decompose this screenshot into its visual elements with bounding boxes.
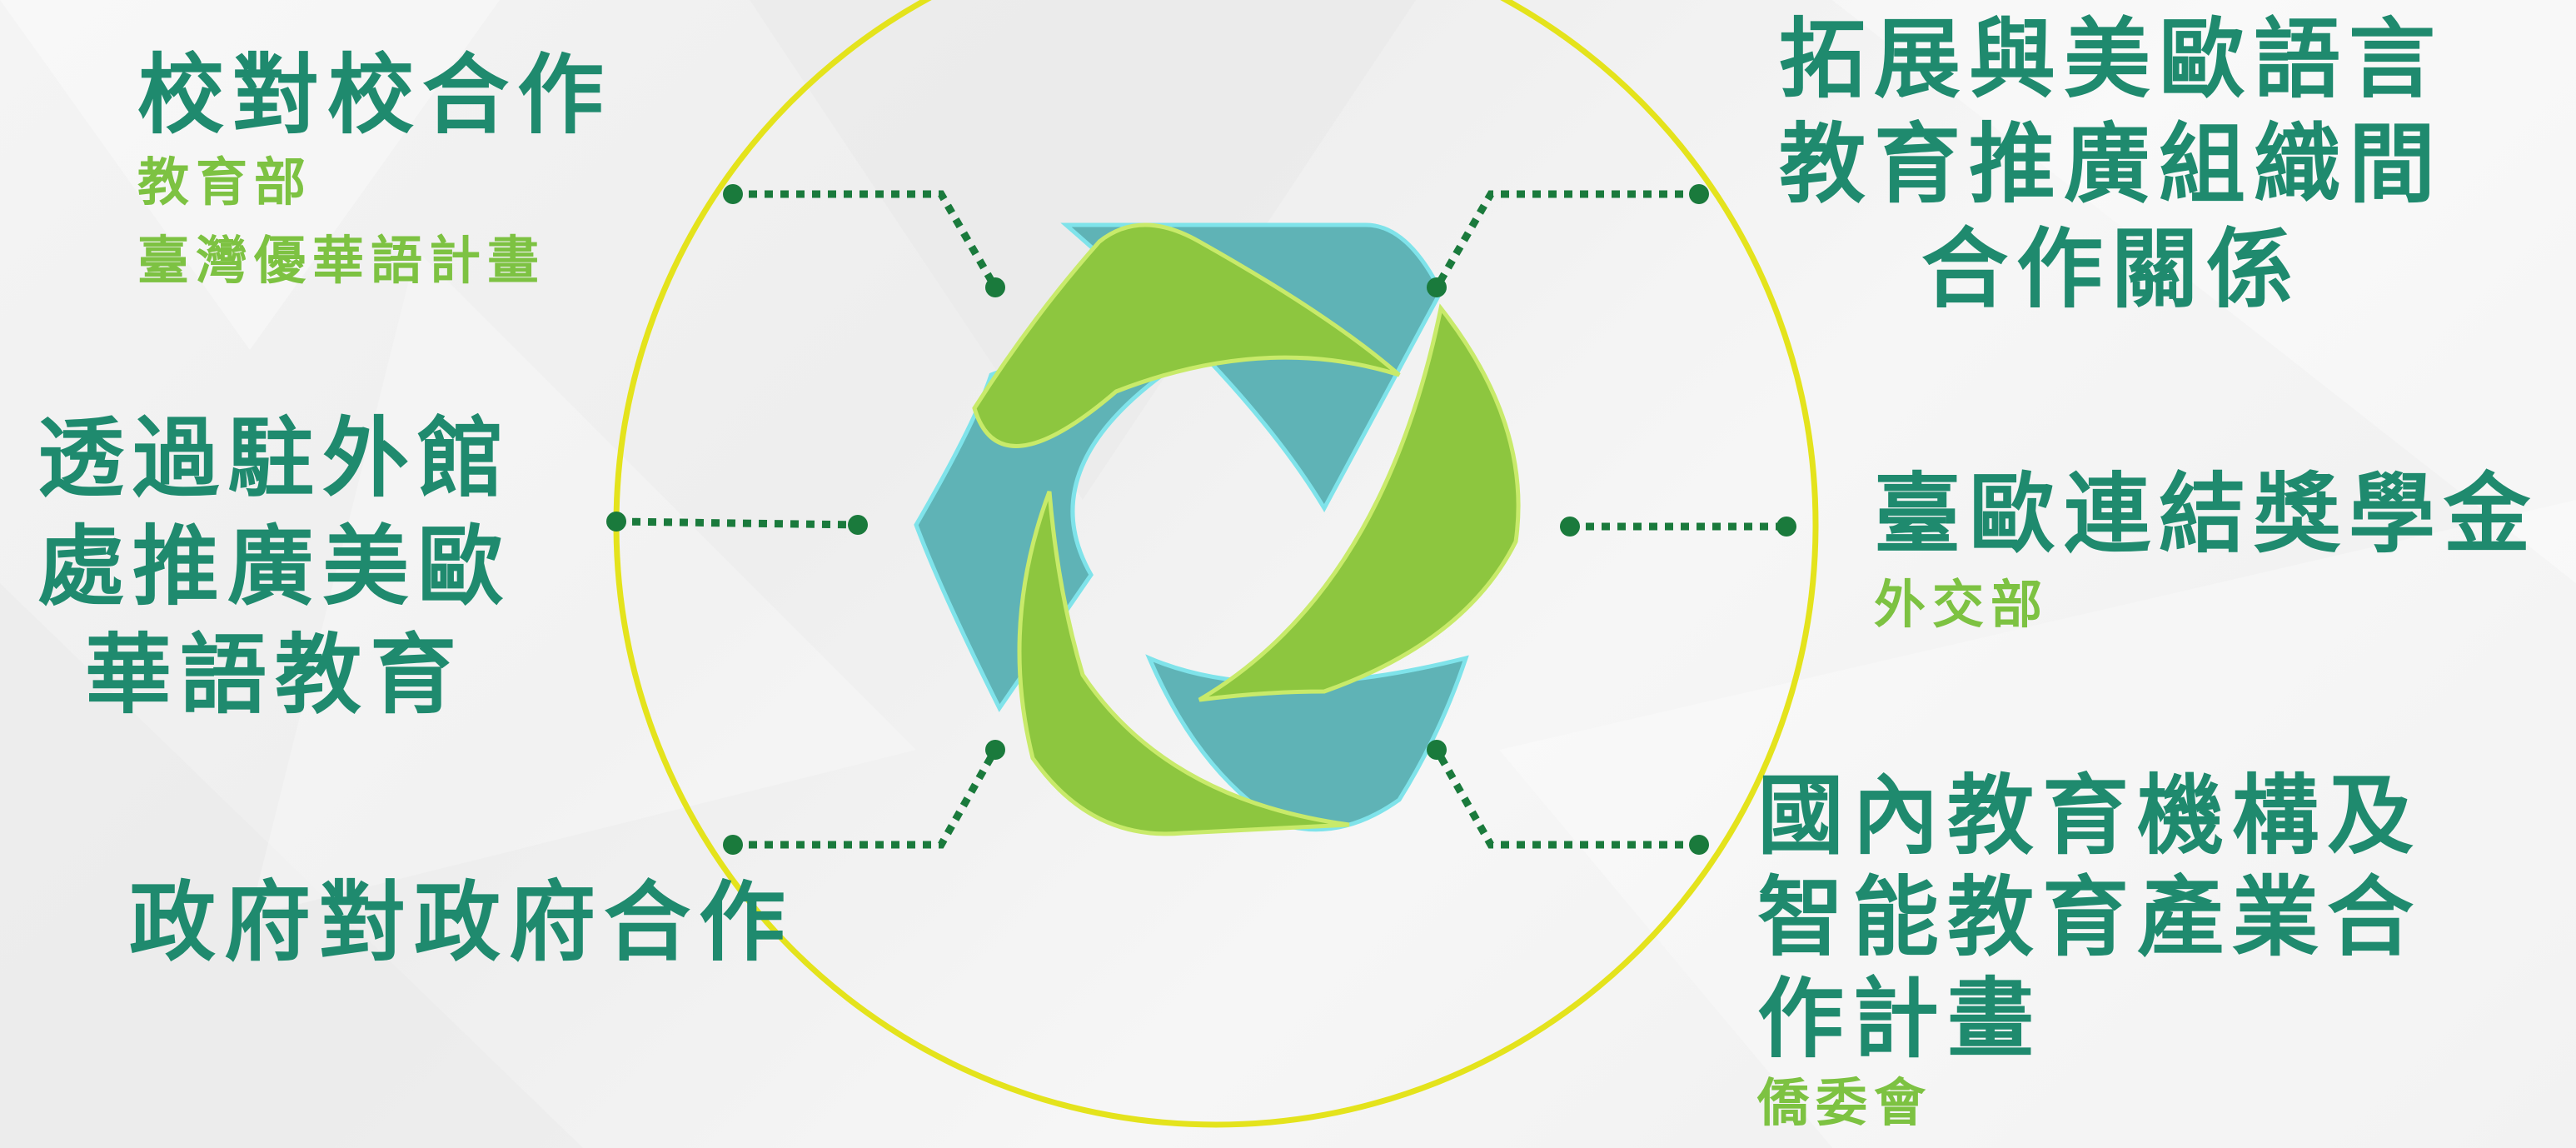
top-right-line-1: 拓展與美歐語言 <box>1778 8 2444 110</box>
middle-left-line-1: 透過駐外館 <box>37 407 512 509</box>
top-left-title: 校對校合作 <box>137 44 613 146</box>
bottom-left-title: 政府對政府合作 <box>129 871 795 973</box>
top-left-sub-2: 臺灣優華語計畫 <box>137 230 546 291</box>
bottom-right-sub: 僑委會 <box>1757 1072 1933 1133</box>
leader-dots <box>606 184 1796 855</box>
bottom-right-line-3: 作計畫 <box>1757 968 2043 1070</box>
leader-middle-left <box>615 517 859 529</box>
middle-left-line-2: 處推廣美歐 <box>37 516 512 617</box>
hexagon-logo <box>914 222 1521 836</box>
leader-bottom-right <box>1433 747 1699 849</box>
middle-right-sub: 外交部 <box>1874 574 2050 635</box>
label-middle-right: 臺歐連結獎學金 外交部 <box>1874 462 2539 644</box>
label-top-left: 校對校合作 教育部 臺灣優華語計畫 <box>137 43 612 300</box>
leader-top-right <box>1433 190 1699 290</box>
petal-green-bottomleft <box>1017 491 1350 836</box>
leader-lines <box>615 190 1786 849</box>
label-bottom-left: 政府對政府合作 <box>129 871 794 974</box>
label-top-right: 拓展與美歐語言 教育推廣組織間 合作關係 <box>1753 7 2469 322</box>
leader-bottom-left <box>733 747 999 849</box>
top-right-line-2: 教育推廣組織間 <box>1778 113 2444 215</box>
petal-green-topleft <box>972 222 1401 448</box>
leader-top-left <box>733 190 999 290</box>
outer-ring <box>613 0 1819 1128</box>
label-bottom-right: 國內教育機構及 智能教育產業合 作計畫 僑委會 <box>1757 765 2422 1136</box>
label-middle-left: 透過駐外館 處推廣美歐 華語教育 <box>17 404 533 729</box>
middle-left-line-3: 華語教育 <box>84 624 465 726</box>
top-right-line-3: 合作關係 <box>1921 218 2301 320</box>
bottom-right-line-1: 國內教育機構及 <box>1757 765 2423 866</box>
petal-green-right <box>1198 303 1521 702</box>
middle-right-title: 臺歐連結獎學金 <box>1874 463 2539 565</box>
top-left-sub-1: 教育部 <box>137 152 313 212</box>
bottom-right-line-2: 智能教育產業合 <box>1757 866 2423 968</box>
